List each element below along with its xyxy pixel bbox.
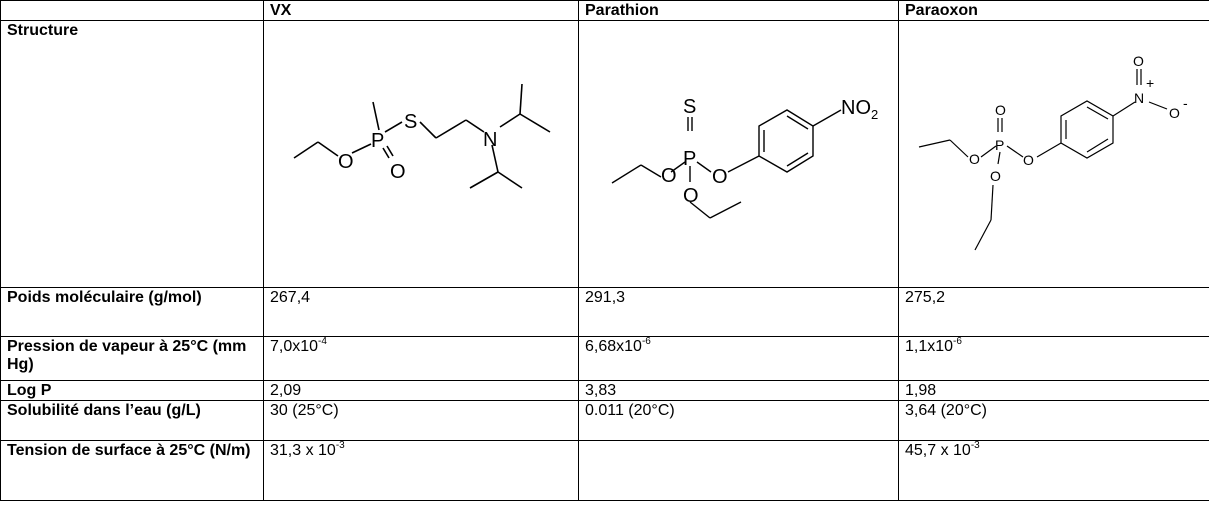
vp-parathion: 6,68x10-6 <box>578 336 899 381</box>
vp-vx: 7,0x10-4 <box>263 336 579 381</box>
vx-atom-n: N <box>483 129 497 151</box>
paraoxon-atom-o-top: O <box>1133 53 1144 69</box>
header-cell-paraoxon: Paraoxon <box>898 0 1209 21</box>
vx-atom-p: P <box>371 130 384 152</box>
paraoxon-atom-o3: O <box>990 168 1001 184</box>
paraoxon-charge-minus: - <box>1183 95 1188 111</box>
header-cell-empty <box>0 0 264 21</box>
vapor-pressure-row: Pression de vapeur à 25°C (mm Hg) 7,0x10… <box>0 336 1209 381</box>
row-label-surface-tension: Tension de surface à 25°C (N/m) <box>0 440 264 501</box>
paraoxon-structure-diagram: O N + O - O P O O O <box>918 53 1188 251</box>
logp-paraoxon: 1,98 <box>898 380 1209 401</box>
parathion-atom-o3: O <box>683 185 699 207</box>
st-parathion <box>578 440 899 501</box>
parathion-structure-diagram: S P O O O NO2 <box>611 96 878 219</box>
paraoxon-charge-plus: + <box>1146 75 1154 91</box>
row-label-structure: Structure <box>0 20 264 288</box>
water-solubility-row: Solubilité dans l’eau (g/L) 30 (25°C) 0.… <box>0 400 1209 441</box>
row-label-water-solubility: Solubilité dans l’eau (g/L) <box>0 400 264 441</box>
structure-row: Structure <box>0 20 1209 288</box>
vx-atom-o1: O <box>338 151 354 173</box>
header-row: VX Parathion Paraoxon <box>0 0 1209 21</box>
mw-vx: 267,4 <box>263 287 579 337</box>
parathion-atom-p: P <box>683 148 696 170</box>
log-p-row: Log P 2,09 3,83 1,98 <box>0 380 1209 401</box>
sol-parathion: 0.011 (20°C) <box>578 400 899 441</box>
paraoxon-atom-o-double: O <box>995 102 1006 118</box>
mw-paraoxon: 275,2 <box>898 287 1209 337</box>
vx-atom-o2: O <box>390 161 406 183</box>
mw-parathion: 291,3 <box>578 287 899 337</box>
vx-structure-cell: O P O S N <box>263 20 579 288</box>
paraoxon-atom-p: P <box>995 137 1004 153</box>
header-cell-vx: VX <box>263 0 579 21</box>
st-vx: 31,3 x 10-3 <box>263 440 579 501</box>
row-label-log-p: Log P <box>0 380 264 401</box>
parathion-atom-o2: O <box>712 166 728 188</box>
header-cell-parathion: Parathion <box>578 0 899 21</box>
row-label-molecular-weight: Poids moléculaire (g/mol) <box>0 287 264 337</box>
paraoxon-atom-o-right: O <box>1169 105 1180 121</box>
st-paraoxon: 45,7 x 10-3 <box>898 440 1209 501</box>
paraoxon-atom-n: N <box>1134 90 1144 106</box>
sol-paraoxon: 3,64 (20°C) <box>898 400 1209 441</box>
parathion-atom-o1: O <box>661 165 677 187</box>
parathion-structure-cell: S P O O O NO2 <box>578 20 899 288</box>
molecular-weight-row: Poids moléculaire (g/mol) 267,4 291,3 27… <box>0 287 1209 337</box>
vx-atom-s: S <box>404 111 417 133</box>
sol-vx: 30 (25°C) <box>263 400 579 441</box>
surface-tension-row: Tension de surface à 25°C (N/m) 31,3 x 1… <box>0 440 1209 501</box>
logp-parathion: 3,83 <box>578 380 899 401</box>
logp-vx: 2,09 <box>263 380 579 401</box>
vx-structure-diagram: O P O S N <box>293 83 551 189</box>
parathion-atom-s: S <box>683 96 696 118</box>
row-label-vapor-pressure: Pression de vapeur à 25°C (mm Hg) <box>0 336 264 381</box>
paraoxon-structure-cell: O N + O - O P O O O <box>898 20 1209 288</box>
paraoxon-atom-o1: O <box>969 151 980 167</box>
vp-paraoxon: 1,1x10-6 <box>898 336 1209 381</box>
paraoxon-atom-o2: O <box>1023 152 1034 168</box>
parathion-nitro-label: NO2 <box>841 97 878 122</box>
